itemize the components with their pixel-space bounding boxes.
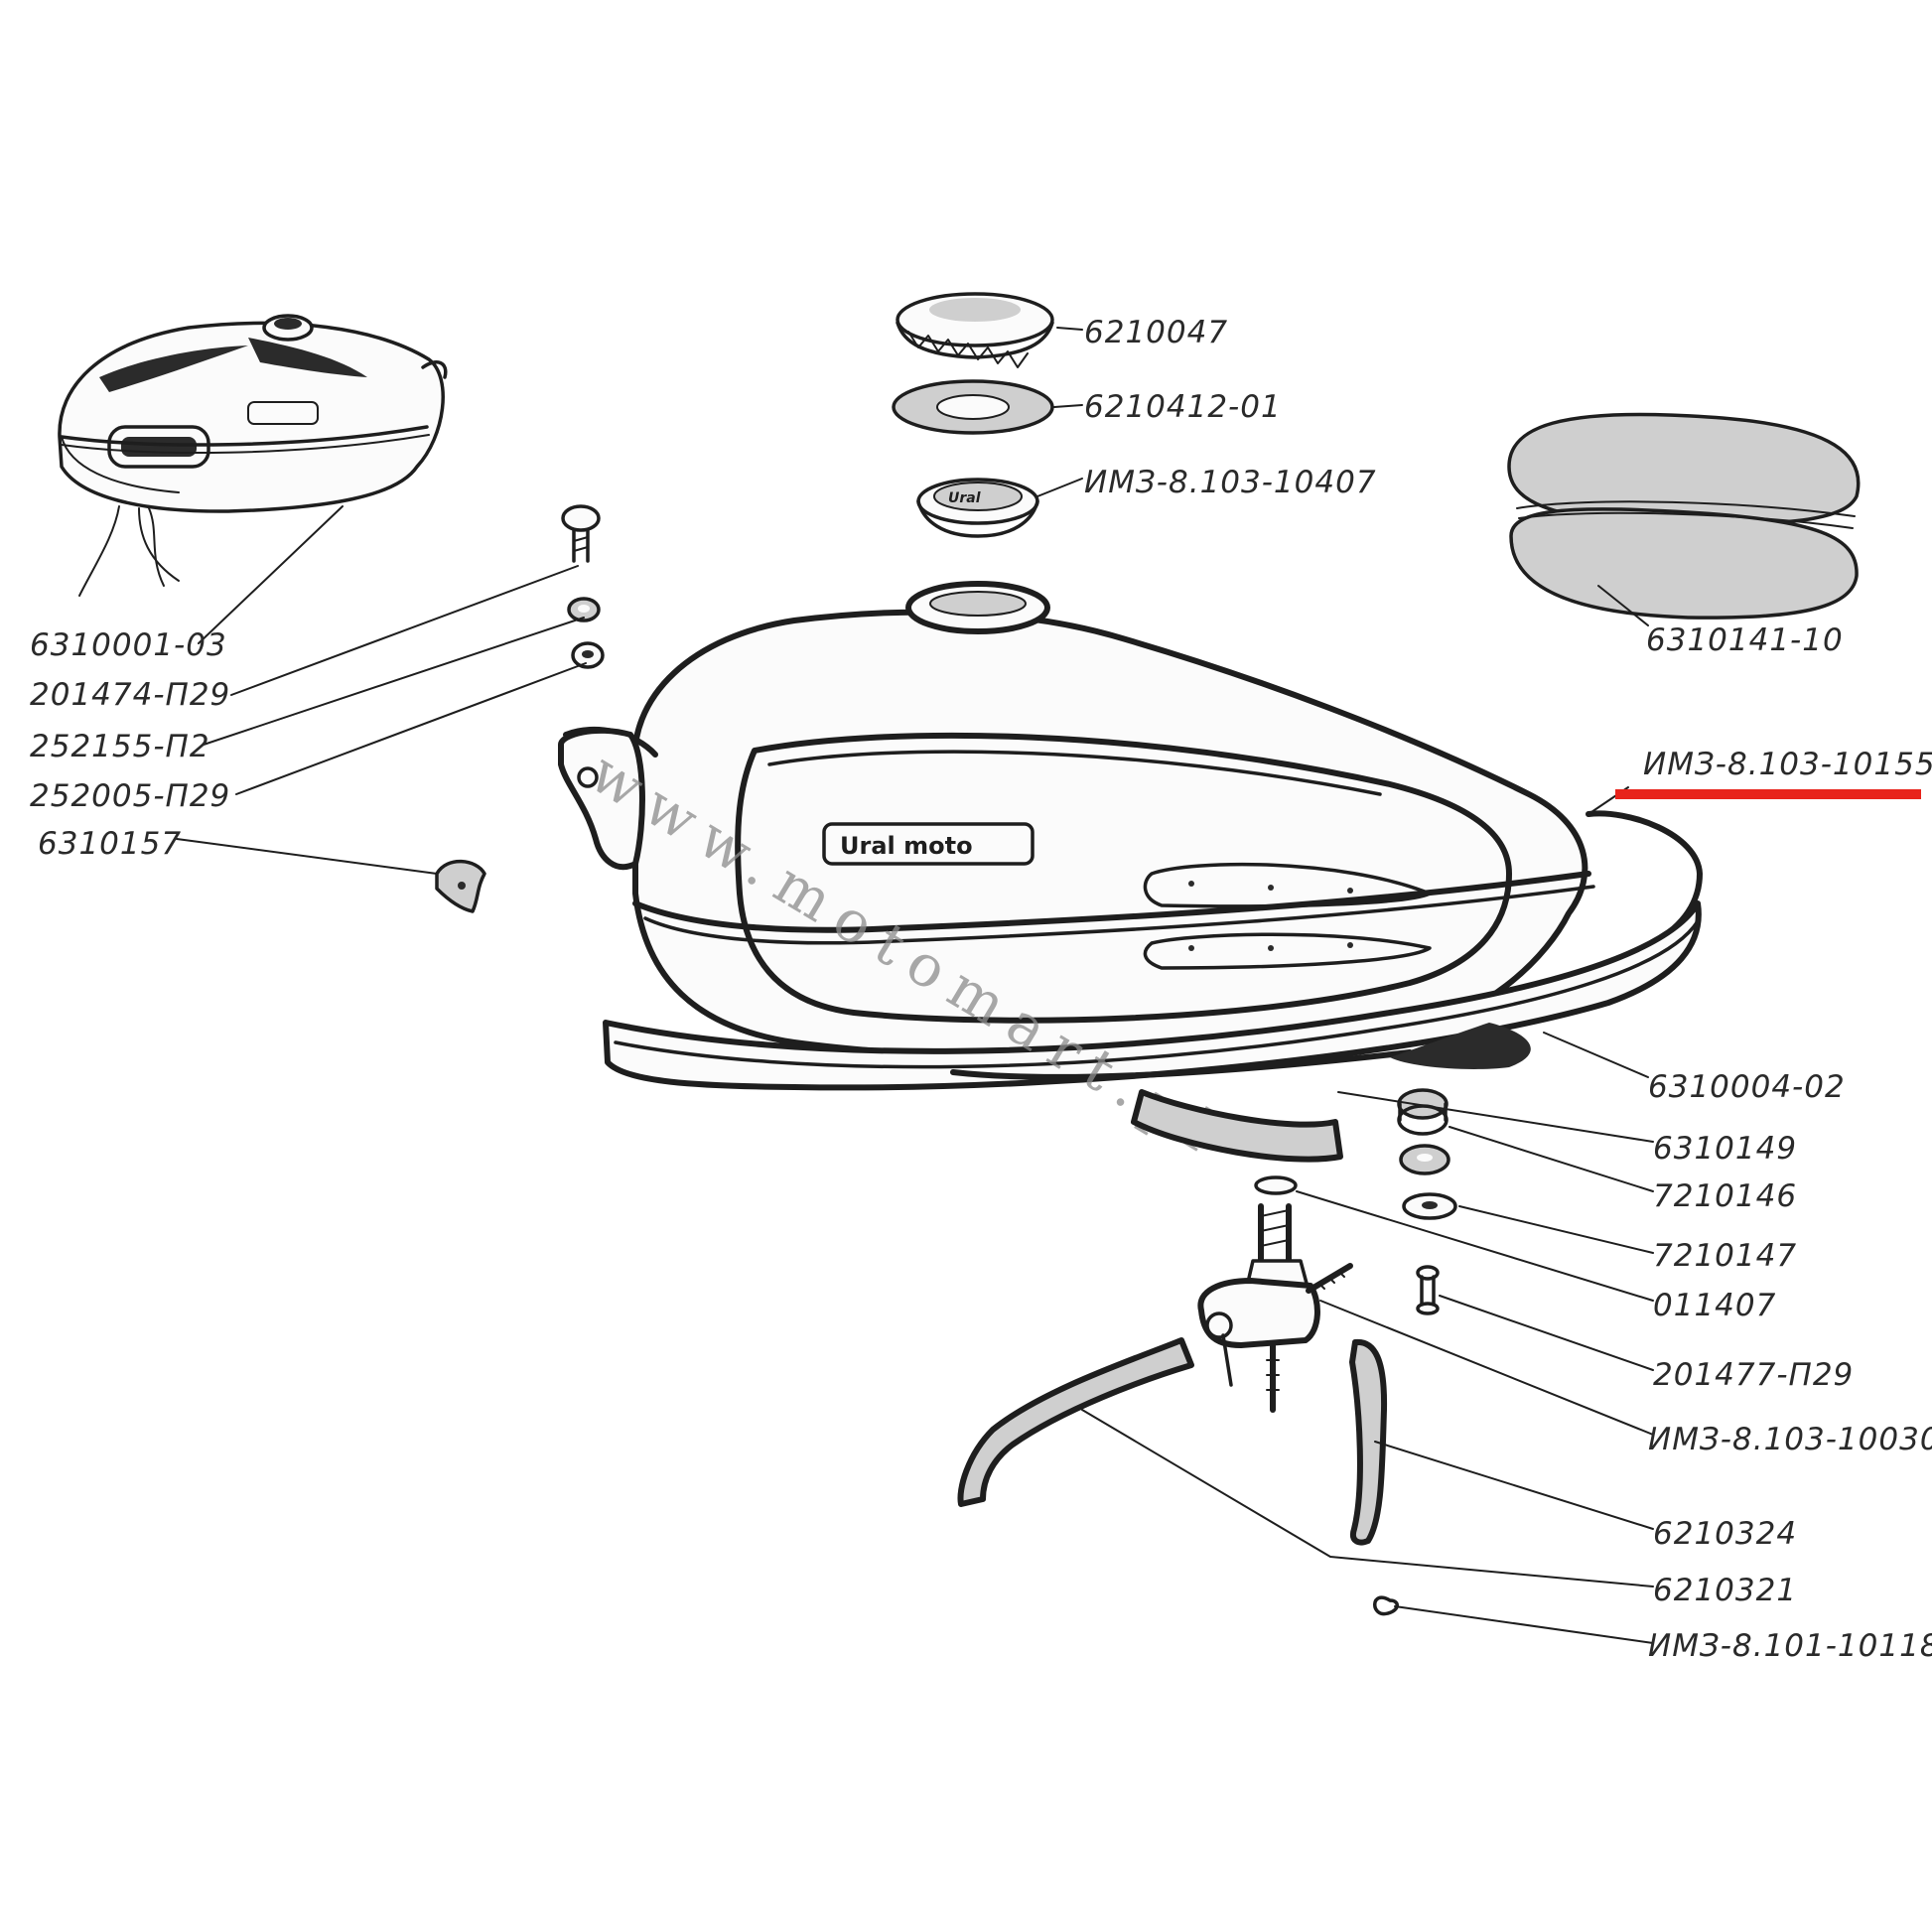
part-labels: 6210047 6210412-01 ИМЗ-8.103-10407 63101… — [30, 315, 1932, 1664]
main-tank-illustration: Ural moto — [558, 581, 1703, 1091]
nut-252005-illustration — [571, 641, 605, 669]
label-6210047: 6210047 — [1084, 315, 1228, 350]
clip-imz-8-101-10118-illustration — [1373, 1595, 1399, 1616]
label-252005-p29: 252005-П29 — [30, 778, 230, 814]
clip-6310157-illustration — [435, 859, 486, 913]
hose-6210321-illustration — [957, 1337, 1194, 1507]
filler-gasket-illustration — [892, 379, 1054, 435]
label-imz-8-101-10118: ИМЗ-8.101-10118 — [1648, 1628, 1932, 1664]
hose-6210324-illustration — [1349, 1338, 1388, 1546]
washer-7210147-illustration — [1402, 1192, 1457, 1220]
label-7210147: 7210147 — [1653, 1238, 1797, 1274]
fuel-tap-illustration — [1197, 1175, 1353, 1413]
label-7210146: 7210146 — [1653, 1178, 1797, 1214]
filler-cap-illustration — [896, 292, 1054, 368]
leader-lines — [176, 327, 1654, 1644]
label-6310157: 6310157 — [38, 826, 182, 862]
label-6210412-01: 6210412-01 — [1084, 389, 1282, 425]
label-201477-p29: 201477-П29 — [1653, 1357, 1854, 1393]
label-201474-p29: 201474-П29 — [30, 677, 230, 713]
svg-text:Ural: Ural — [948, 490, 981, 506]
label-6310149: 6310149 — [1653, 1131, 1797, 1167]
small-tank-illustration — [58, 314, 448, 597]
bushing-7210146-illustration — [1397, 1088, 1450, 1175]
bolt-201477-illustration — [1416, 1265, 1440, 1315]
bolt-201474-illustration — [561, 504, 601, 563]
label-6210321: 6210321 — [1653, 1573, 1797, 1608]
tank-badge-text: Ural moto — [840, 832, 973, 860]
label-imz-8-103-10407: ИМЗ-8.103-10407 — [1084, 465, 1377, 500]
filler-neck-illustration: Ural — [916, 478, 1039, 538]
label-6310001-03: 6310001-03 — [30, 627, 227, 663]
label-6210324: 6210324 — [1653, 1516, 1797, 1552]
label-6310004-02: 6310004-02 — [1648, 1069, 1846, 1105]
hose-6310149-illustration — [1131, 1089, 1343, 1163]
knee-pad-illustration — [1507, 412, 1861, 620]
washer-252155-illustration — [567, 597, 601, 622]
label-6310141-10: 6310141-10 — [1646, 622, 1844, 658]
label-252155-p2: 252155-П2 — [30, 729, 210, 764]
label-imz-8-103-10155: ИМЗ-8.103-10155 — [1643, 747, 1932, 782]
label-011407: 011407 — [1653, 1288, 1776, 1323]
label-imz-8-103-10030: ИМЗ-8.103-10030 — [1648, 1422, 1932, 1457]
